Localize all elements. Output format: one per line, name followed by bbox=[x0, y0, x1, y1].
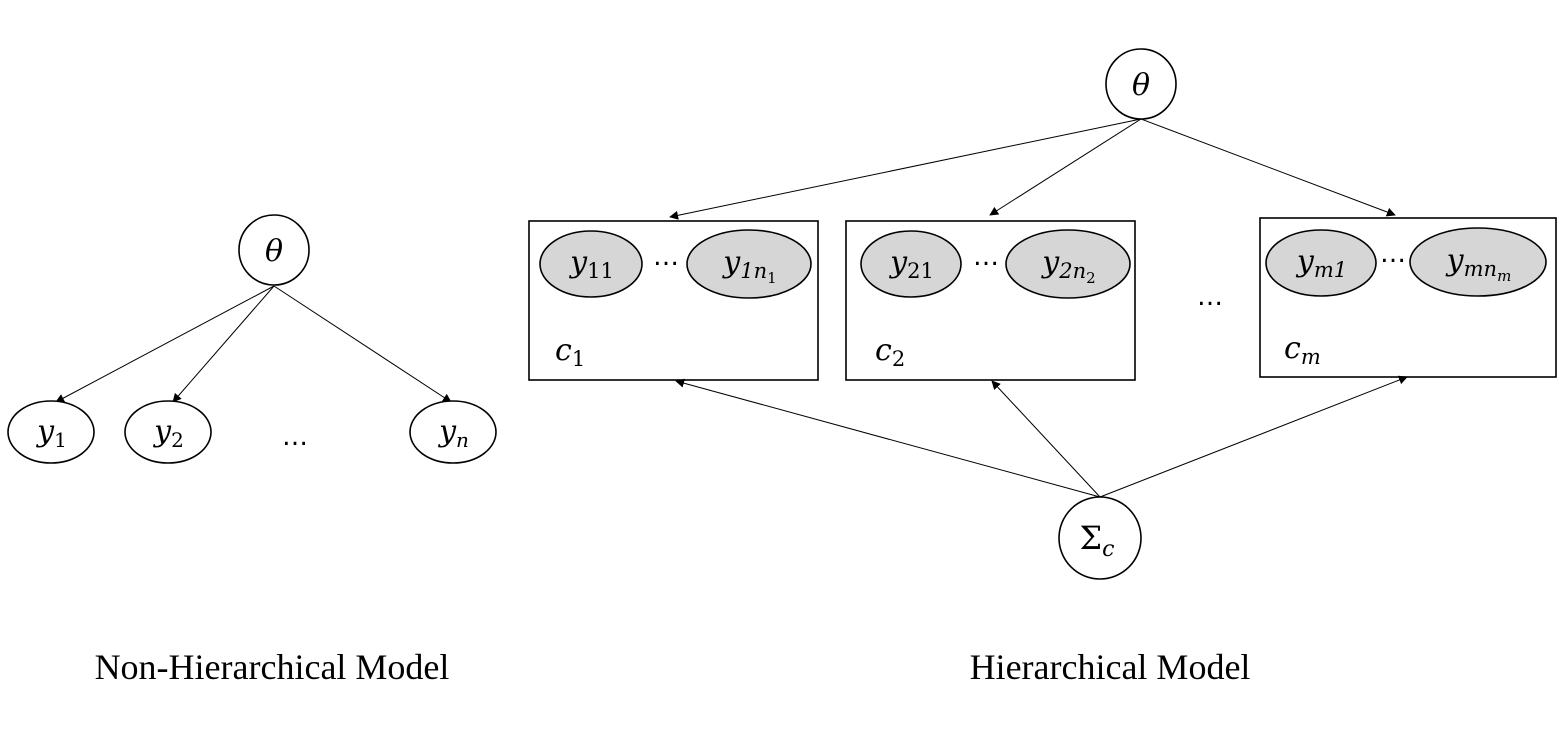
edge-theta-c1 bbox=[669, 118, 1142, 220]
edge-sigma-c1 bbox=[675, 378, 1101, 498]
plate-c1-box bbox=[528, 220, 819, 381]
y1-node bbox=[7, 400, 95, 464]
plate-cm-label: cm bbox=[1284, 331, 1321, 369]
non-hierarchical-caption: Non-Hierarchical Model bbox=[95, 647, 450, 687]
theta-node bbox=[238, 214, 310, 286]
plate-c2-label: c2 bbox=[875, 333, 905, 371]
edge-theta-yn bbox=[273, 285, 452, 403]
edge-sigma-c2 bbox=[991, 380, 1101, 498]
theta-label: θ bbox=[1132, 68, 1150, 103]
y21-label: y21 bbox=[888, 245, 934, 283]
non-hierarchical-model: θ y1 y2 … yn Non-Hierarchical Model bbox=[7, 214, 497, 687]
plate-cm-box bbox=[1259, 217, 1557, 378]
ymnm-label: ymnm bbox=[1445, 243, 1512, 285]
edge-theta-y2 bbox=[172, 285, 275, 403]
yn-node bbox=[409, 400, 497, 464]
sigma-c-node bbox=[1058, 496, 1142, 580]
theta-label: θ bbox=[265, 234, 283, 269]
ym1-node bbox=[1265, 229, 1377, 297]
plate-c1-label: c1 bbox=[555, 333, 585, 371]
plates-ellipsis: … bbox=[1197, 282, 1223, 312]
ym1-label: ym1 bbox=[1295, 244, 1347, 282]
theta-node bbox=[1105, 48, 1177, 120]
edge-theta-c2 bbox=[989, 118, 1142, 216]
edge-theta-y1 bbox=[55, 285, 275, 403]
hierarchical-model: θ Σc y11 … y1n1 c1 y21 … y2n2 c2 … bbox=[528, 48, 1557, 687]
ymnm-node bbox=[1409, 227, 1547, 297]
yn-label: yn bbox=[437, 414, 469, 452]
edge-theta-cm bbox=[1140, 118, 1396, 217]
y1n1-label: y1n1 bbox=[721, 245, 776, 287]
hierarchical-caption: Hierarchical Model bbox=[970, 647, 1251, 687]
y21-node bbox=[860, 230, 962, 298]
y2-node bbox=[124, 400, 212, 464]
y2n2-label: y2n2 bbox=[1040, 245, 1095, 287]
plate-c1-ellipsis: … bbox=[653, 242, 679, 272]
plate-c2: y21 … y2n2 c2 bbox=[845, 220, 1136, 381]
edge-sigma-cm bbox=[1099, 375, 1408, 498]
nodes-ellipsis: … bbox=[282, 422, 308, 452]
plate-c1: y11 … y1n1 c1 bbox=[528, 220, 819, 381]
plate-cm: ym1 … ymnm cm bbox=[1259, 217, 1557, 378]
y11-node bbox=[539, 230, 643, 298]
plate-c2-box bbox=[845, 220, 1136, 381]
plate-cm-ellipsis: … bbox=[1380, 239, 1406, 269]
y11-label: y11 bbox=[568, 245, 614, 283]
y1n1-node bbox=[686, 229, 812, 299]
y2n2-node bbox=[1005, 229, 1131, 299]
y1-label: y1 bbox=[35, 414, 67, 452]
y2-label: y2 bbox=[152, 414, 184, 452]
plate-c2-ellipsis: … bbox=[973, 242, 999, 272]
sigma-c-label: Σc bbox=[1080, 519, 1115, 562]
